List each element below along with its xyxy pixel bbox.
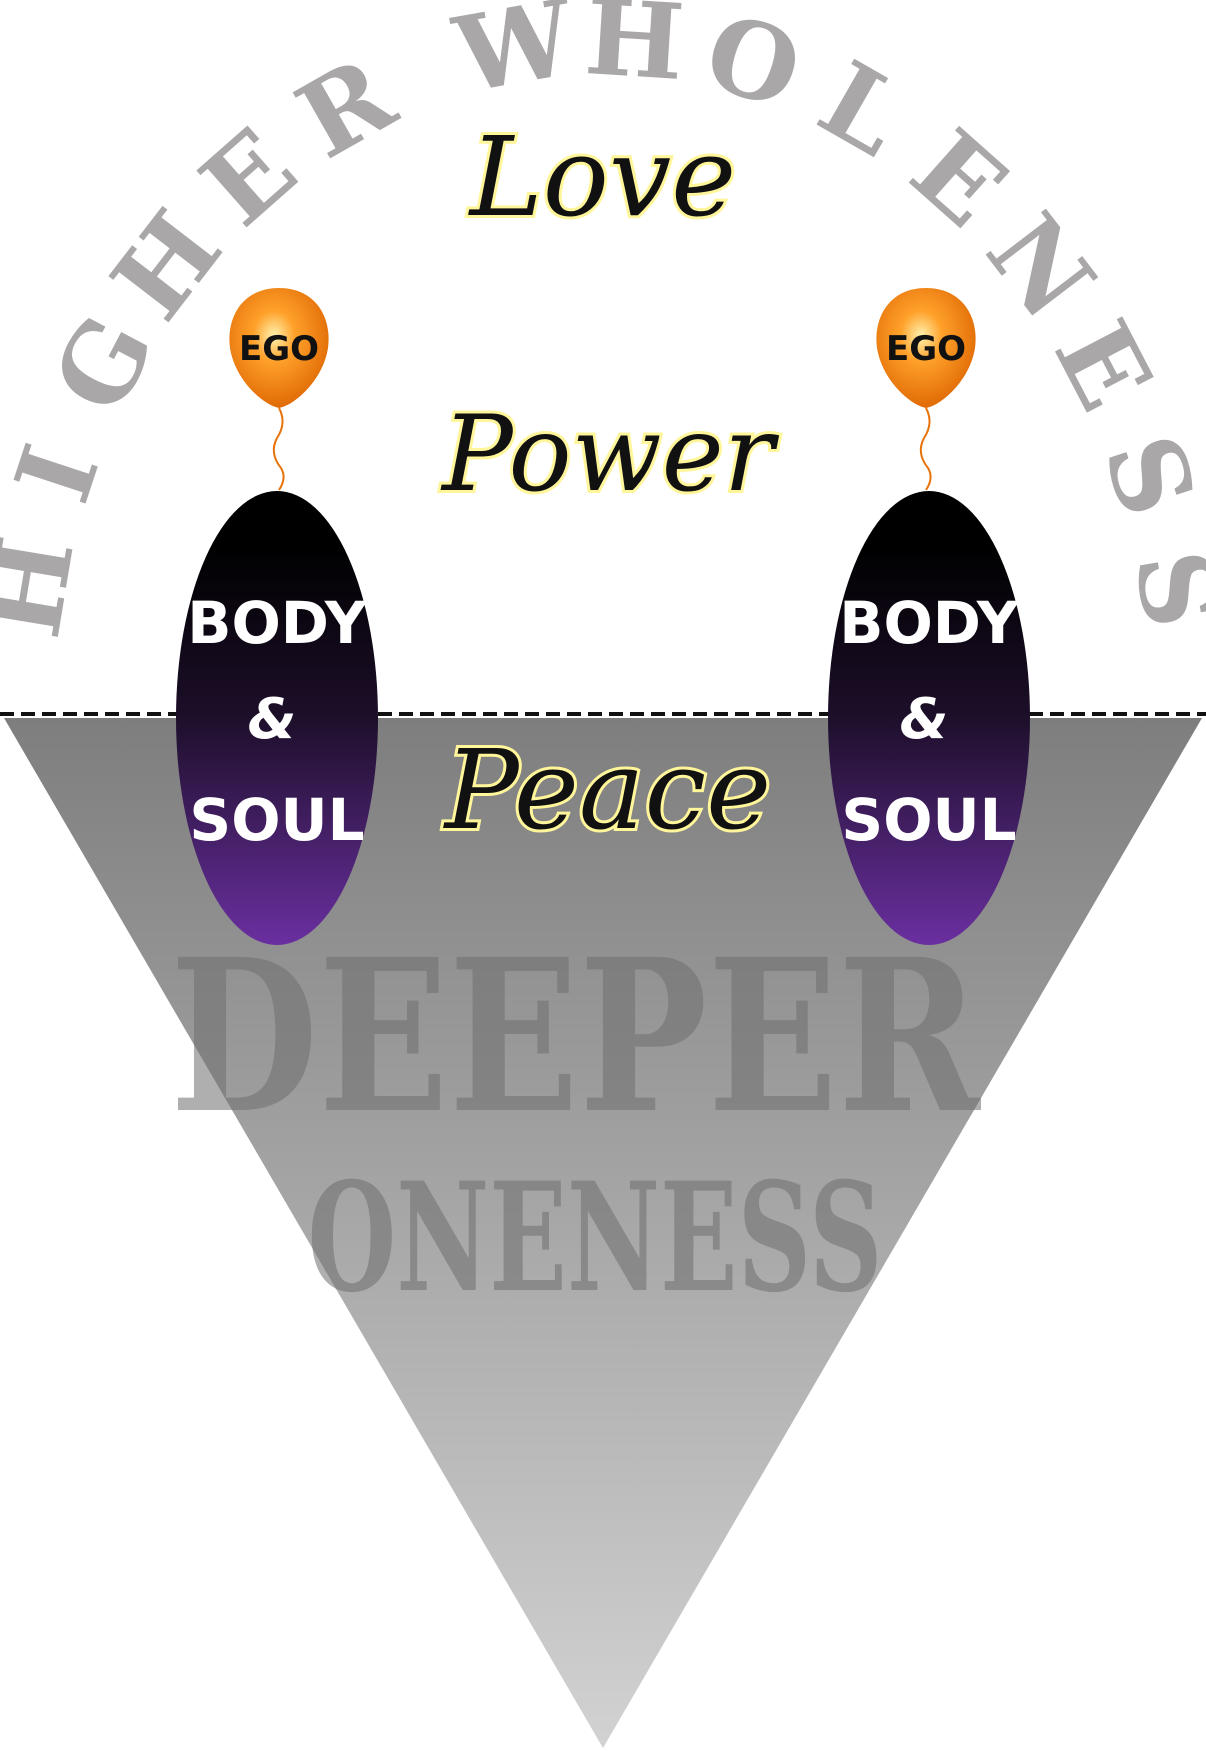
power-label: Power bbox=[440, 393, 780, 515]
title-letter: E bbox=[1031, 302, 1177, 429]
body-soul-oval bbox=[176, 491, 378, 945]
title-letter: S bbox=[1111, 542, 1206, 636]
ego-label: EGO bbox=[239, 329, 319, 369]
ego-label: EGO bbox=[886, 329, 966, 369]
ampersand-label: & bbox=[900, 687, 949, 752]
body-label: BODY bbox=[839, 589, 1019, 657]
title-letter: E bbox=[889, 106, 1030, 251]
title-letter: H bbox=[582, 0, 688, 104]
title-letter: N bbox=[963, 192, 1118, 342]
love-label: Love bbox=[468, 113, 737, 241]
deeper-title: DEEPER bbox=[170, 913, 981, 1160]
figure-right: EGO BODY & SOUL bbox=[828, 288, 1030, 945]
title-letter: S bbox=[1080, 421, 1206, 531]
balloon-icon bbox=[876, 288, 976, 408]
balloon-string bbox=[272, 407, 285, 491]
soul-label: SOUL bbox=[189, 786, 364, 854]
oneness-triangle bbox=[4, 718, 1202, 1748]
oneness-title: ONENESS bbox=[308, 1150, 883, 1326]
title-letter: W bbox=[445, 0, 585, 117]
body-label: BODY bbox=[187, 589, 367, 657]
peace-label: Peace bbox=[443, 726, 771, 854]
title-letter: I bbox=[0, 431, 123, 516]
figure-left: EGO BODY & SOUL bbox=[176, 288, 378, 945]
title-letter: H bbox=[0, 529, 98, 646]
ampersand-label: & bbox=[248, 687, 297, 752]
title-letter: E bbox=[178, 105, 319, 250]
title-letter: L bbox=[800, 37, 925, 180]
body-soul-oval bbox=[828, 491, 1030, 945]
soul-label: SOUL bbox=[841, 786, 1016, 854]
balloon-icon bbox=[229, 288, 329, 408]
balloon-string bbox=[919, 407, 932, 491]
title-letter: R bbox=[278, 32, 415, 182]
